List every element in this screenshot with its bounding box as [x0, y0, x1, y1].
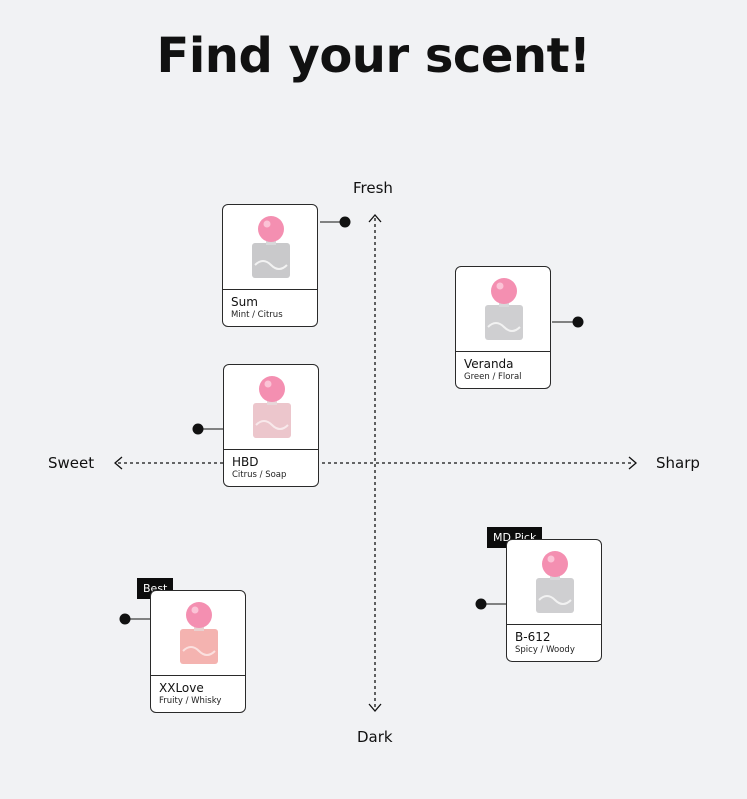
perfume-bottle-icon	[252, 216, 290, 278]
page-title: Find your scent!	[156, 28, 591, 84]
right-arrowhead	[628, 456, 637, 470]
product-notes: Mint / Citrus	[231, 310, 283, 320]
product-card-sum[interactable]: Sum Mint / Citrus	[222, 204, 318, 327]
product-name: B-612	[515, 630, 551, 644]
product-image	[223, 205, 317, 290]
product-card-veranda[interactable]: Veranda Green / Floral	[455, 266, 551, 389]
axis-label-dark: Dark	[357, 728, 393, 746]
sum-marker-dot	[339, 216, 351, 228]
veranda-marker-dot	[572, 316, 584, 328]
product-card-xxlove[interactable]: XXLove Fruity / Whisky	[150, 590, 246, 713]
perfume-bottle-icon	[536, 551, 574, 613]
up-arrowhead	[368, 214, 382, 223]
product-name: XXLove	[159, 681, 204, 695]
left-arrowhead	[114, 456, 123, 470]
axis-label-fresh: Fresh	[353, 179, 393, 197]
product-notes: Green / Floral	[464, 372, 522, 382]
product-notes: Spicy / Woody	[515, 645, 575, 655]
axis-label-sweet: Sweet	[48, 454, 95, 472]
product-name: Sum	[231, 295, 258, 309]
product-card-b612[interactable]: B-612 Spicy / Woody	[506, 539, 602, 662]
axis-label-sharp: Sharp	[656, 454, 700, 472]
product-image	[456, 267, 550, 352]
product-image	[151, 591, 245, 676]
product-notes: Citrus / Soap	[232, 470, 287, 480]
product-name: HBD	[232, 455, 259, 469]
product-notes: Fruity / Whisky	[159, 696, 222, 706]
product-card-hbd[interactable]: HBD Citrus / Soap	[223, 364, 319, 487]
perfume-bottle-icon	[485, 278, 523, 340]
b612-marker-dot	[475, 598, 487, 610]
product-image	[224, 365, 318, 450]
product-name: Veranda	[464, 357, 514, 371]
down-arrowhead	[368, 703, 382, 712]
hbd-marker-dot	[192, 423, 204, 435]
product-image	[507, 540, 601, 625]
perfume-bottle-icon	[180, 602, 218, 664]
xxlove-marker-dot	[119, 613, 131, 625]
perfume-bottle-icon	[253, 376, 291, 438]
